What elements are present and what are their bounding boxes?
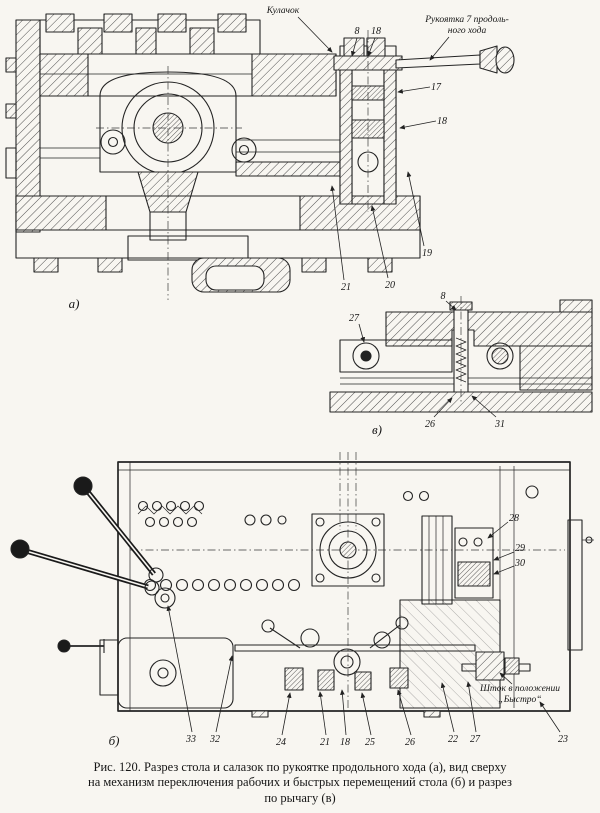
callout-18-b: 18	[340, 737, 350, 748]
view-a-section-drawing	[5, 13, 515, 300]
callout-17: 17	[431, 82, 442, 93]
caption-line-3: по рычагу (в)	[264, 790, 336, 805]
view-a-label: а)	[69, 296, 80, 311]
annotation-handle-line1: Рукоятка 7 продоль-	[424, 14, 509, 25]
callout-26-v: 26	[425, 419, 435, 430]
callout-23: 23	[558, 734, 568, 745]
callout-32: 32	[209, 734, 220, 745]
callout-27-b: 27	[470, 734, 481, 745]
annotation-handle-line2: ного хода	[448, 25, 487, 36]
figure-caption: Рис. 120. Разрез стола и салазок по руко…	[40, 760, 560, 806]
selector-levers	[10, 476, 176, 609]
callout-31: 31	[494, 419, 505, 430]
bolt-hole-row	[143, 578, 301, 592]
annotation-rod-line1: Шток в положении	[479, 684, 560, 694]
callout-8-v: 8	[441, 291, 446, 302]
view-v-section-drawing	[329, 296, 593, 413]
callout-25: 25	[365, 737, 375, 748]
callout-29: 29	[515, 543, 525, 554]
callout-26-b: 26	[405, 737, 415, 748]
callout-21-a: 21	[341, 282, 351, 293]
callout-28: 28	[509, 513, 519, 524]
caption-line-2: на механизм переключения рабочих и быстр…	[88, 775, 512, 790]
switch-linkage	[234, 616, 531, 691]
view-b-top-drawing	[10, 452, 594, 718]
callout-19: 19	[422, 248, 432, 259]
callout-27-v: 27	[349, 313, 360, 324]
view-a-leaders	[297, 16, 450, 281]
longitudinal-feed-handle	[395, 45, 515, 74]
callout-20: 20	[385, 280, 395, 291]
view-b-label: б)	[109, 733, 120, 748]
annotation-rod-line2: „Быстро“	[498, 695, 541, 705]
callout-24: 24	[276, 737, 286, 748]
callout-18-a1: 18	[371, 26, 381, 37]
caption-line-1: Рис. 120. Разрез стола и салазок по руко…	[93, 760, 507, 774]
view-v-leaders	[358, 300, 497, 418]
technical-drawing: Кулачок 8 18 Рукоятка 7 продоль- ного хо…	[5, 6, 594, 748]
callout-18-a2: 18	[437, 116, 447, 127]
callout-33: 33	[185, 734, 196, 745]
callout-8-a: 8	[355, 26, 360, 37]
callout-22: 22	[448, 734, 458, 745]
view-b-leaders	[166, 521, 561, 736]
annotation-cam: Кулачок	[266, 6, 300, 16]
callout-30: 30	[514, 558, 525, 569]
view-v-label: в)	[372, 422, 382, 437]
callout-21-b: 21	[320, 737, 330, 748]
